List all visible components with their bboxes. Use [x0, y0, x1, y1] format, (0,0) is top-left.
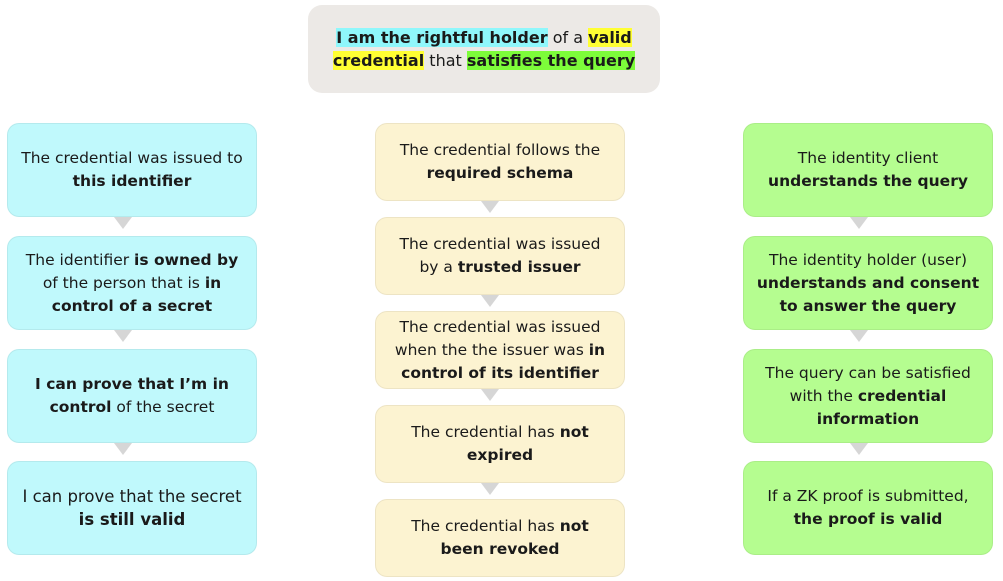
rightful-holder-highlight: I am the rightful holder: [336, 28, 548, 47]
box-text-bold: the proof is valid: [793, 510, 943, 528]
query-box-2: The identity holder (user) understands a…: [743, 236, 993, 330]
box-text: The query can be satisfied with the: [765, 363, 971, 405]
box-text-bold: not been revoked: [440, 517, 589, 558]
flow-arrow: [850, 330, 868, 342]
credential-box-4: The credential has not expired: [375, 405, 625, 483]
satisfies-query-highlight: satisfies the query: [466, 51, 636, 70]
box-text: The credential has: [411, 517, 560, 535]
claim-connector-1: of a: [547, 28, 589, 47]
credential-box-2: The credential was issued by a trusted i…: [375, 217, 625, 295]
box-text-bold: not expired: [466, 423, 589, 464]
box-text-bold: understands and consent to answer the qu…: [756, 273, 980, 315]
claim-text: I am the rightful holder of a valid cred…: [308, 26, 660, 72]
identity-box-4: I can prove that the secret is still val…: [7, 461, 257, 555]
query-box-1: The identity client understands the quer…: [743, 123, 993, 217]
box-text: The identity client: [797, 149, 939, 167]
identity-box-1: The credential was issued to this identi…: [7, 123, 257, 217]
box-text-bold: in control of its identifier: [401, 340, 606, 382]
flow-arrow: [481, 389, 499, 401]
box-text-bold: trusted issuer: [457, 258, 581, 276]
flow-arrow: [850, 443, 868, 455]
box-text-bold: required schema: [426, 164, 574, 182]
flow-arrow: [114, 330, 132, 342]
box-text-bold: in control of a secret: [51, 273, 222, 315]
box-text-bold: understands the query: [768, 172, 968, 190]
box-text-bold: this identifier: [72, 172, 192, 190]
box-text: The identifier: [25, 250, 135, 269]
credential-box-5: The credential has not been revoked: [375, 499, 625, 577]
identity-box-2: The identifier is owned by of the person…: [7, 236, 257, 330]
flow-arrow: [481, 201, 499, 213]
box-text: The credential has: [411, 423, 560, 441]
box-text-bold: credential information: [816, 386, 947, 428]
box-text: The identity holder (user): [768, 250, 967, 269]
box-text: The credential follows the: [399, 141, 601, 159]
credential-box-1: The credential follows the required sche…: [375, 123, 625, 201]
flow-arrow: [481, 483, 499, 495]
box-text: of the secret: [111, 398, 215, 416]
flow-arrow: [114, 443, 132, 455]
flow-arrow: [850, 217, 868, 229]
claim-connector-2: that: [424, 51, 467, 70]
box-text: The credential was issued by a: [399, 235, 601, 276]
box-text-bold: is owned by: [134, 250, 239, 269]
identity-box-3: I can prove that I’m in control of the s…: [7, 349, 257, 443]
box-text: The credential was issued to: [21, 149, 243, 167]
box-text-bold: I can prove that I’m in control: [35, 375, 229, 416]
credential-box-3: The credential was issued when the the i…: [375, 311, 625, 389]
query-box-3: The query can be satisfied with the cred…: [743, 349, 993, 443]
box-text: of the person that is: [42, 273, 205, 292]
query-box-4: If a ZK proof is submitted, the proof is…: [743, 461, 993, 555]
flow-arrow: [114, 217, 132, 229]
box-text: I can prove that the secret: [22, 487, 242, 506]
box-text: The credential was issued when the the i…: [394, 317, 601, 359]
box-text: If a ZK proof is submitted,: [767, 487, 969, 505]
claim-header: I am the rightful holder of a valid cred…: [308, 5, 660, 93]
box-text-bold: is still valid: [78, 510, 186, 529]
flow-arrow: [481, 295, 499, 307]
